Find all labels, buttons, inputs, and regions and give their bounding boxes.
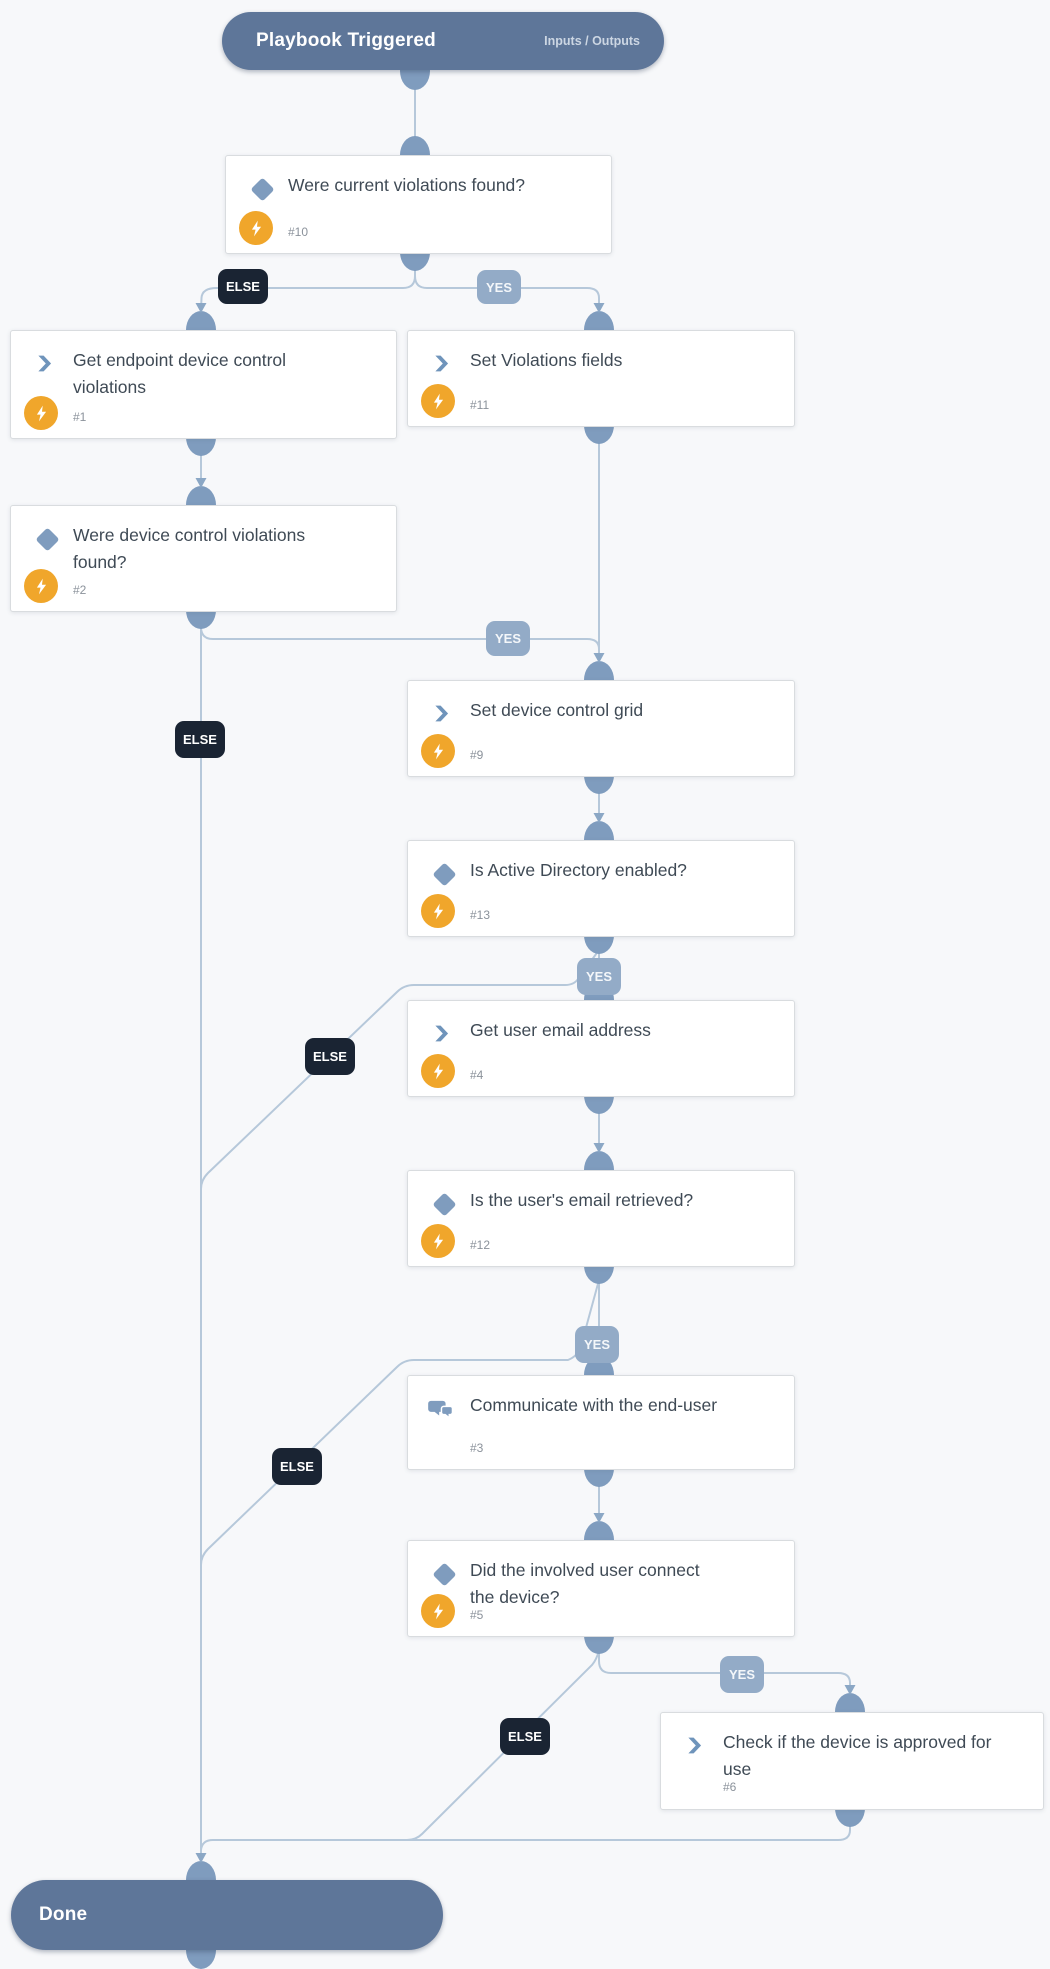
node-were-current-violations-found[interactable]: Were current violations found? #10 [225, 155, 612, 254]
condition-icon [250, 177, 275, 202]
node-set-device-control-grid[interactable]: Set device control grid #9 [407, 680, 795, 777]
node-title: Did the involved user connect the device… [470, 1560, 700, 1607]
node-id: #3 [470, 1441, 484, 1455]
node-title: Set device control grid [470, 700, 644, 720]
node-id: #9 [470, 748, 484, 762]
lightning-icon [421, 384, 455, 418]
node-id: #1 [73, 410, 87, 424]
chevron-right-icon [34, 353, 55, 379]
edge-label-else: ELSE [500, 1718, 550, 1755]
node-id: #13 [470, 908, 491, 922]
edge-label-yes: YES [575, 1326, 619, 1363]
lightning-icon [421, 1054, 455, 1088]
lightning-icon [421, 734, 455, 768]
condition-icon [432, 1562, 457, 1587]
node-id: #11 [470, 398, 490, 412]
edge-label-else: ELSE [218, 269, 268, 304]
node-title: Set Violations fields [470, 350, 623, 370]
node-id: #10 [288, 225, 309, 239]
node-did-involved-user-connect-device[interactable]: Did the involved user connect the device… [407, 1540, 795, 1637]
node-get-user-email-address[interactable]: Get user email address #4 [407, 1000, 795, 1097]
chevron-right-icon [431, 703, 452, 729]
lightning-icon [24, 569, 58, 603]
edge-label-yes: YES [477, 270, 521, 304]
node-title: Is the user's email retrieved? [470, 1190, 694, 1210]
lightning-icon [421, 1594, 455, 1628]
inputs-outputs-link[interactable]: Inputs / Outputs [544, 34, 640, 48]
node-title: Check if the device is approved for use [723, 1732, 992, 1779]
node-id: #2 [73, 583, 87, 597]
lightning-icon [421, 894, 455, 928]
edge-label-else: ELSE [175, 721, 225, 758]
chevron-right-icon [684, 1735, 705, 1761]
edge-label-yes: YES [577, 958, 621, 995]
chat-bubbles-icon [428, 1399, 454, 1426]
edge-label-else: ELSE [305, 1038, 355, 1075]
node-id: #12 [470, 1238, 491, 1252]
node-title: Is Active Directory enabled? [470, 860, 687, 880]
chevron-right-icon [431, 353, 452, 379]
node-id: #4 [470, 1068, 484, 1082]
node-get-endpoint-device-control-violations[interactable]: Get endpoint device control violations #… [10, 330, 397, 439]
done-pill[interactable]: Done [11, 1880, 443, 1950]
node-set-violations-fields[interactable]: Set Violations fields #11 [407, 330, 795, 427]
edge-label-else: ELSE [272, 1448, 322, 1485]
node-id: #5 [470, 1608, 484, 1622]
node-id: #6 [723, 1780, 737, 1794]
playbook-trigger-pill[interactable]: Playbook Triggered Inputs / Outputs [222, 12, 664, 70]
node-check-if-device-approved[interactable]: Check if the device is approved for use … [660, 1712, 1044, 1810]
lightning-icon [239, 211, 273, 245]
lightning-icon [421, 1224, 455, 1258]
condition-icon [432, 862, 457, 887]
edge-label-yes: YES [486, 621, 530, 656]
done-title: Done [39, 1904, 88, 1925]
lightning-icon [24, 396, 58, 430]
node-title: Get user email address [470, 1020, 651, 1040]
node-communicate-with-end-user[interactable]: Communicate with the end-user #3 [407, 1375, 795, 1470]
node-title: Were device control violations found? [73, 525, 306, 572]
node-is-users-email-retrieved[interactable]: Is the user's email retrieved? #12 [407, 1170, 795, 1267]
condition-icon [35, 527, 60, 552]
node-title: Were current violations found? [288, 175, 526, 195]
node-title: Get endpoint device control violations [73, 350, 287, 397]
node-were-device-control-violations-found[interactable]: Were device control violations found? #2 [10, 505, 397, 612]
playbook-trigger-title: Playbook Triggered [256, 30, 436, 51]
node-is-active-directory-enabled[interactable]: Is Active Directory enabled? #13 [407, 840, 795, 937]
edge-label-yes: YES [720, 1656, 764, 1693]
condition-icon [432, 1192, 457, 1217]
chevron-right-icon [431, 1023, 452, 1049]
node-title: Communicate with the end-user [470, 1395, 718, 1415]
